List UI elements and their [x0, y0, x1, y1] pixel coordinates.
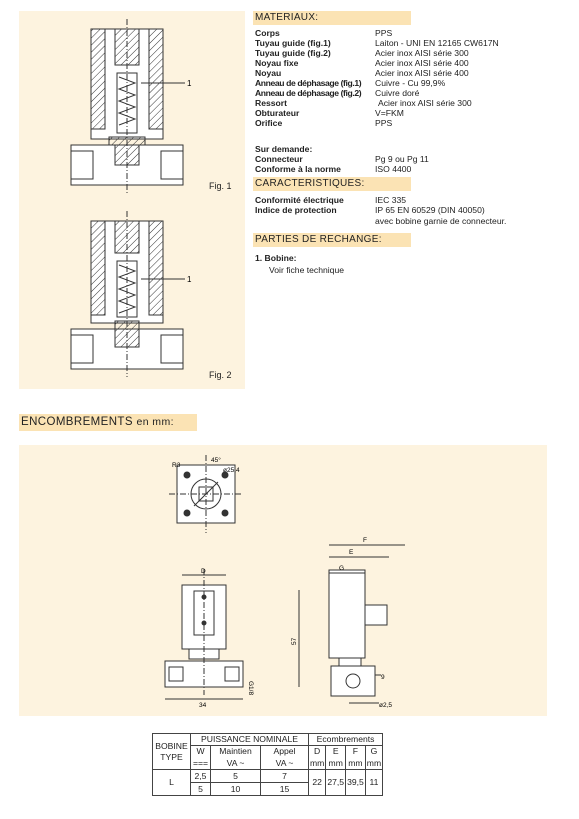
- svg-text:1: 1: [187, 275, 192, 284]
- w-header: W: [190, 745, 211, 758]
- svg-text:G1/8: G1/8: [247, 681, 254, 695]
- fig2-caption: Fig. 2: [209, 370, 232, 380]
- svg-text:34: 34: [199, 702, 207, 709]
- svg-text:E: E: [349, 549, 354, 556]
- type-cell: L: [152, 769, 191, 796]
- svg-text:45°: 45°: [211, 456, 221, 464]
- table-cell: 2,5: [190, 769, 211, 783]
- side-view: [298, 544, 405, 704]
- table-cell: 15: [260, 782, 309, 796]
- svg-text:G: G: [339, 565, 344, 572]
- cross-section-drawings: 1 1: [70, 19, 192, 377]
- svg-text:9: 9: [381, 674, 385, 681]
- svg-text:ø2,5: ø2,5: [379, 702, 392, 709]
- puissance-header: PUISSANCE NOMINALE: [190, 733, 309, 746]
- table-cell: 7: [260, 769, 309, 783]
- svg-text:ø25,4: ø25,4: [223, 467, 240, 474]
- parties-heading: PARTIES DE RECHANGE:: [253, 233, 411, 247]
- encombrements-heading: ENCOMBREMENTS en mm:: [19, 414, 197, 431]
- dimension-drawing-panel: R3 45° ø25,4 D 34 G1/8: [19, 445, 547, 716]
- table-cell: 10: [210, 782, 261, 796]
- svg-text:57: 57: [291, 637, 298, 645]
- front-view: [164, 569, 244, 700]
- table-cell: 5: [210, 769, 261, 783]
- caracteristiques-heading: CARACTERISTIQUES:: [253, 177, 411, 191]
- svg-text:F: F: [363, 537, 367, 544]
- top-view: [169, 455, 243, 533]
- svg-text:R3: R3: [172, 462, 181, 469]
- materiaux-heading: MATERIAUX:: [253, 11, 411, 25]
- dimension-drawings: R3 45° ø25,4 D 34 G1/8: [164, 455, 405, 709]
- appel-header: Appel: [260, 745, 309, 758]
- maintien-header: Maintien: [210, 745, 261, 758]
- cross-section-panel: 1 1 Fig. 1 Fig. 2: [19, 11, 245, 389]
- figure-1-drawing: 1: [70, 19, 192, 193]
- table-cell: 5: [190, 782, 211, 796]
- svg-text:1: 1: [187, 79, 192, 88]
- figure-2-drawing: 1: [70, 211, 192, 377]
- svg-text:D: D: [201, 568, 206, 575]
- encombrements-header: Ecombrements: [307, 733, 384, 746]
- fig1-caption: Fig. 1: [209, 181, 232, 191]
